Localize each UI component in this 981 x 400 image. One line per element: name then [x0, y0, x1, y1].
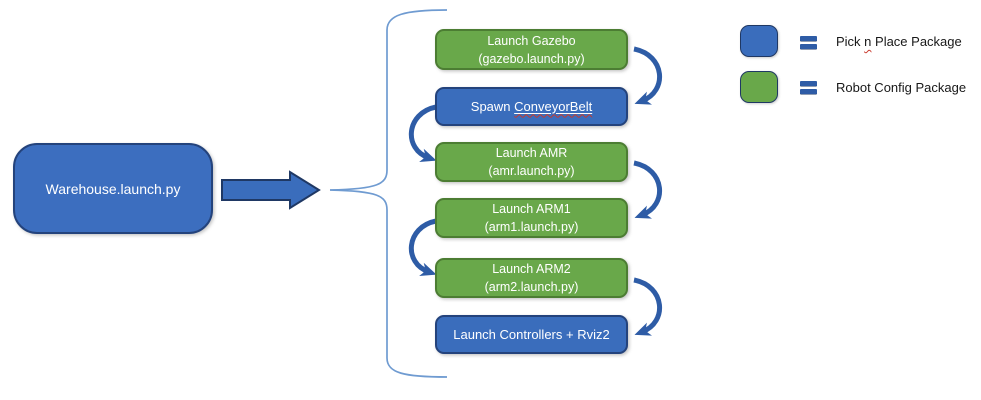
- node-label-line: Launch ARM1: [492, 202, 571, 216]
- node-label-line: (arm1.launch.py): [484, 220, 579, 234]
- legend-swatch-robot-config: [740, 71, 778, 103]
- node-label-line: Launch ARM2: [492, 262, 571, 276]
- node-label-line: (amr.launch.py): [488, 164, 575, 178]
- node-label-line: Launch Gazebo: [487, 33, 576, 48]
- legend-text: Robot Config Package: [836, 80, 967, 95]
- underlined-word: ConveyorBelt: [514, 99, 592, 114]
- node-warehouse-launch: Warehouse.launch.py: [13, 143, 213, 234]
- equals-bar: [800, 81, 817, 86]
- node-label-line: Launch AMR: [495, 146, 568, 160]
- legend-swatch-pick-n-place: [740, 25, 778, 57]
- legend-text: Place Package: [871, 34, 962, 49]
- equals-icon: [800, 36, 817, 52]
- node-launch-arm1: Launch ARM1 (arm1.launch.py): [435, 198, 628, 238]
- equals-bar: [800, 89, 817, 94]
- main-flow-arrow: [221, 170, 321, 210]
- node-label-line: Spawn ConveyorBelt: [471, 98, 592, 116]
- node-spawn-conveyorbelt: Spawn ConveyorBelt: [435, 87, 628, 126]
- node-label-prefix: Spawn: [470, 98, 515, 114]
- node-label-line: Launch Controllers + Rviz2: [453, 326, 610, 342]
- legend-label-robot-config: Robot Config Package: [836, 80, 966, 95]
- equals-icon: [800, 81, 817, 97]
- misspelled-word: n: [864, 34, 872, 49]
- equals-bar: [800, 44, 817, 49]
- node-launch-gazebo: Launch Gazebo (gazebo.launch.py): [435, 29, 628, 70]
- curved-arrow-gazebo-to-conveyor: [633, 46, 662, 105]
- curved-arrow-arm1-to-arm2: [409, 218, 437, 276]
- legend-text: Pick: [836, 34, 865, 49]
- curved-arrow-arm2-to-controllers: [633, 277, 662, 336]
- legend-label-pick-n-place: Pick n Place Package: [836, 34, 962, 49]
- node-label-line: (gazebo.launch.py): [478, 51, 585, 66]
- node-launch-amr: Launch AMR (amr.launch.py): [435, 142, 628, 182]
- curved-arrow-conveyor-to-amr: [409, 104, 437, 162]
- node-label-line: (arm2.launch.py): [484, 280, 579, 294]
- curly-brace: [329, 9, 448, 378]
- node-label: Warehouse.launch.py: [45, 180, 181, 197]
- misspelled-word: ConveyorBelt: [514, 98, 593, 114]
- curved-arrow-amr-to-arm1: [633, 160, 662, 219]
- node-launch-controllers-rviz2: Launch Controllers + Rviz2: [435, 315, 628, 354]
- equals-bar: [800, 36, 817, 41]
- node-launch-arm2: Launch ARM2 (arm2.launch.py): [435, 258, 628, 298]
